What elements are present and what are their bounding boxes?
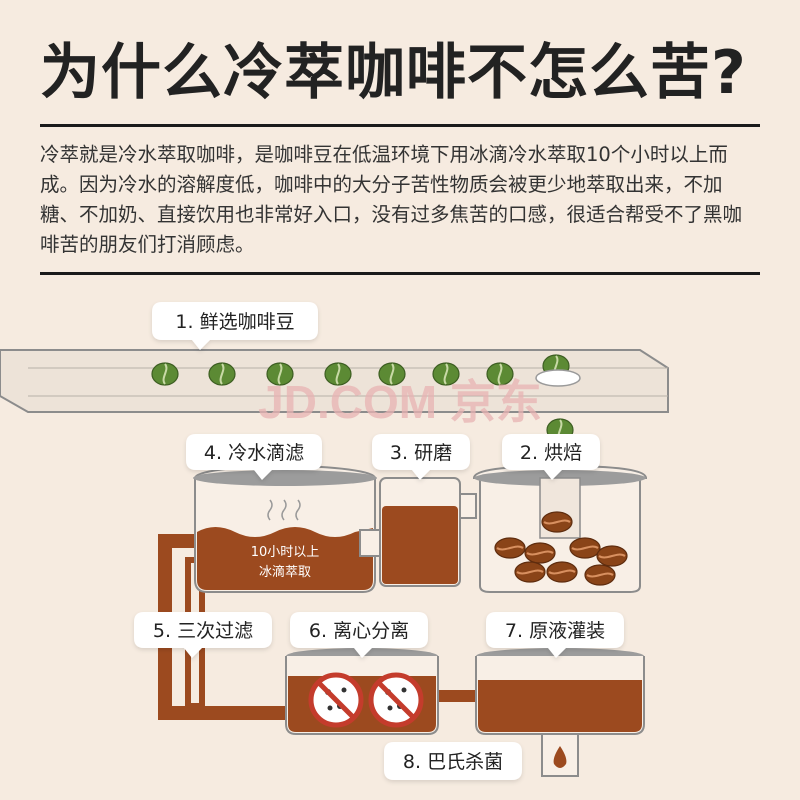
svg-text:7. 原液灌装: 7. 原液灌装 [505,620,605,642]
roasted-bean [541,511,573,533]
step-8-label: 8. 巴氏杀菌 [384,742,522,780]
cold-brew-process-diagram: 10小时以上 冰滴萃取 [0,302,669,780]
svg-text:2. 烘焙: 2. 烘焙 [520,442,582,464]
step-7-label: 7. 原液灌装 [486,612,624,658]
roasted-bean [569,537,601,559]
tank-label-line2: 冰滴萃取 [259,564,311,580]
svg-text:8. 巴氏杀菌: 8. 巴氏杀菌 [403,751,503,773]
page-title: 为什么冷萃咖啡不怎么苦? [40,38,747,108]
svg-text:6. 离心分离: 6. 离心分离 [309,620,409,642]
drop-hole [535,369,581,387]
watermark: JD.COM 京东 [258,376,542,428]
coffee-drop-icon [553,746,567,768]
step-3-label: 3. 研磨 [372,434,470,480]
description-text: 冷萃就是冷水萃取咖啡，是咖啡豆在低温环境下用冰滴冷水萃取10个小时以上而成。因为… [40,143,743,256]
green-bean [151,362,179,386]
step-4-label: 4. 冷水滴滤 [186,434,322,480]
roasted-bean [514,561,546,583]
svg-text:4. 冷水滴滤: 4. 冷水滴滤 [204,442,304,464]
step-1-label: 1. 鲜选咖啡豆 [152,302,318,350]
cold-drip-tank: 10小时以上 冰滴萃取 [193,465,383,593]
roasted-bean [524,542,556,564]
top-divider [40,124,760,127]
grinding-tank [379,477,477,587]
no-impurities-icon [368,672,424,728]
step-2-label: 2. 烘焙 [502,434,600,480]
centrifuge-tank [285,648,439,735]
roasted-bean [596,545,628,567]
step-5-label: 5. 三次过滤 [134,612,272,658]
step-labels: 1. 鲜选咖啡豆 4. 冷水滴滤 3. 研磨 2. 烘焙 5. 三次过滤 6. … [134,302,624,780]
roasting-tank [472,464,648,593]
roasted-bean [546,561,578,583]
no-impurities-icon [308,672,364,728]
svg-text:1. 鲜选咖啡豆: 1. 鲜选咖啡豆 [175,311,294,333]
roasted-bean [494,537,526,559]
roasted-bean [584,564,616,586]
svg-text:5. 三次过滤: 5. 三次过滤 [153,620,253,642]
tank-label-line1: 10小时以上 [251,545,320,560]
green-bean [208,362,236,386]
bottom-divider [40,272,760,275]
filling-tank [475,648,645,777]
svg-text:3. 研磨: 3. 研磨 [390,442,452,464]
step-6-label: 6. 离心分离 [290,612,428,658]
